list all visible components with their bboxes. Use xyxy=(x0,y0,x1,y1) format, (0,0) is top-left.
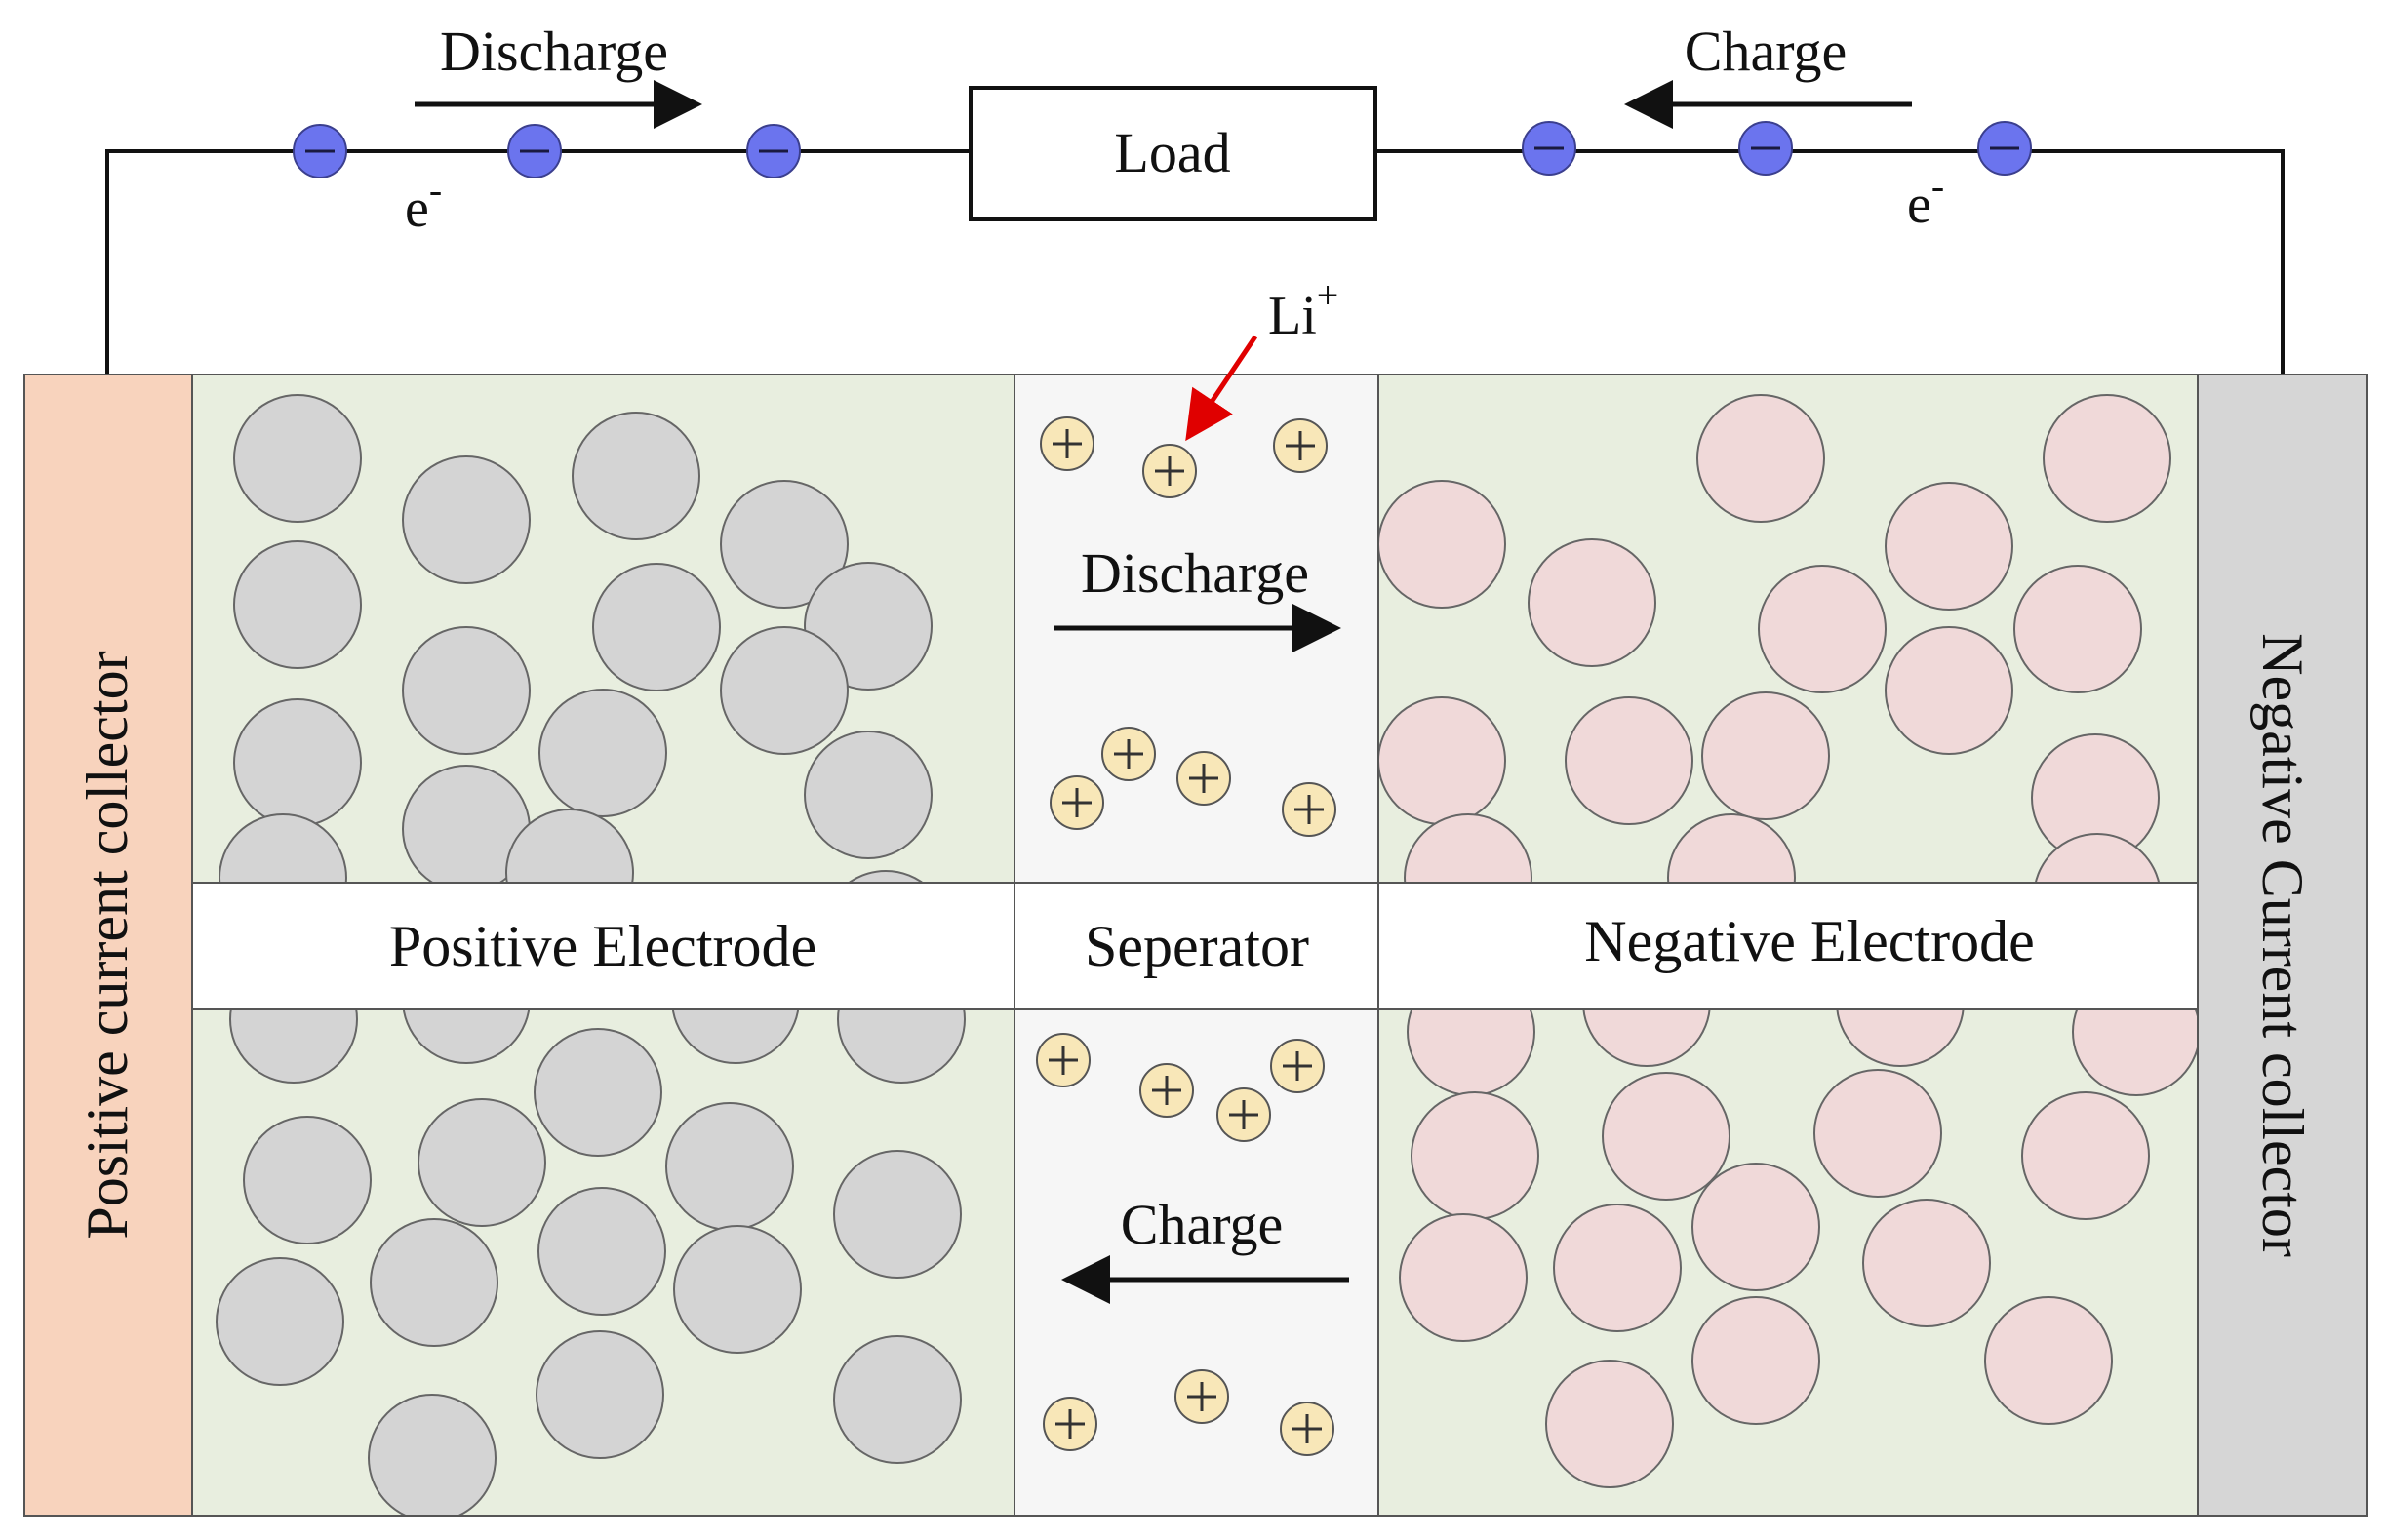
negative-particle xyxy=(1758,565,1887,693)
negative-particle xyxy=(2043,394,2171,523)
charge-top-label: Charge xyxy=(1685,20,1847,83)
negative-particle xyxy=(1885,626,2013,755)
negative-particle xyxy=(2021,1091,2150,1220)
positive-particle xyxy=(368,1394,497,1515)
negative-electrode-label: Negative Electrode xyxy=(1584,909,2034,973)
positive-particle xyxy=(402,455,531,584)
right-wire xyxy=(1375,149,2285,375)
negative-particle xyxy=(1553,1204,1682,1332)
positive-particle xyxy=(833,1150,962,1279)
negative-particle xyxy=(1379,480,1506,609)
negative-particle xyxy=(1813,1069,1942,1198)
electron-label-left: e- xyxy=(405,168,442,239)
negative-particle xyxy=(1885,482,2013,611)
positive-particle xyxy=(804,731,933,859)
battery-cell: Positive Electrode Seperator Negative El… xyxy=(23,374,2368,1517)
li-ion xyxy=(1050,775,1104,830)
electron xyxy=(507,124,562,178)
load-label: Load xyxy=(1114,121,1230,184)
negative-particle xyxy=(1691,1163,1820,1291)
negative-particle xyxy=(2013,565,2142,693)
li-ion xyxy=(1101,727,1156,781)
negative-particle xyxy=(1545,1360,1674,1488)
electron-group xyxy=(293,121,2032,178)
left-wire xyxy=(105,149,971,375)
load-box: Load xyxy=(969,86,1377,221)
li-ion xyxy=(1139,1063,1194,1118)
positive-particle xyxy=(833,1335,962,1464)
positive-particle xyxy=(572,412,700,540)
positive-collector-label: Positive current collector xyxy=(75,651,139,1239)
negative-particle xyxy=(1691,1296,1820,1425)
positive-particle xyxy=(402,626,531,755)
electron xyxy=(746,124,801,178)
li-ion xyxy=(1282,782,1336,837)
negative-collector-label: Negative Current collector xyxy=(2250,633,2315,1257)
positive-electrode-label: Positive Electrode xyxy=(389,914,816,978)
discharge-top-label: Discharge xyxy=(440,20,668,83)
electron-label-right: e- xyxy=(1907,164,1944,235)
positive-particle xyxy=(233,394,362,523)
electron xyxy=(1522,121,1576,176)
positive-particle xyxy=(534,1028,662,1157)
li-sup: + xyxy=(1317,273,1339,317)
negative-particle xyxy=(1528,538,1656,667)
negative-current-collector xyxy=(2197,374,2368,1517)
li-ion xyxy=(1270,1039,1325,1093)
negative-particle xyxy=(1399,1213,1528,1342)
negative-particle xyxy=(1862,1199,1991,1327)
li-label: Li+ xyxy=(1268,273,1338,346)
positive-particles xyxy=(216,394,966,1515)
negative-particle xyxy=(1602,1072,1730,1201)
electron-sup-left: - xyxy=(429,168,442,212)
li-ion xyxy=(1043,1397,1097,1451)
negative-particle xyxy=(1984,1296,2113,1425)
li-letters: Li xyxy=(1268,286,1317,346)
negative-particle xyxy=(1379,696,1506,825)
positive-particle xyxy=(370,1218,498,1347)
positive-particle xyxy=(537,1187,666,1316)
charge-mid-label: Charge xyxy=(1121,1193,1283,1256)
li-ion xyxy=(1216,1087,1271,1142)
li-ion xyxy=(1142,444,1197,498)
electron-sup-right: - xyxy=(1931,164,1944,208)
positive-particle xyxy=(243,1116,372,1244)
negative-particle xyxy=(1565,696,1693,825)
positive-particle xyxy=(536,1330,664,1459)
separator-label: Seperator xyxy=(1085,914,1309,978)
li-ion xyxy=(1174,1369,1229,1424)
electron xyxy=(1977,121,2032,176)
positive-current-collector xyxy=(23,374,193,1517)
negative-particle xyxy=(1701,691,1830,820)
positive-particle xyxy=(592,563,721,691)
positive-particle xyxy=(216,1257,344,1386)
li-ion xyxy=(1280,1402,1334,1456)
external-circuit xyxy=(105,149,2285,375)
negative-particle xyxy=(1411,1091,1539,1220)
electron-letter-left: e xyxy=(405,178,429,239)
electron xyxy=(1738,121,1793,176)
positive-particle xyxy=(418,1098,546,1227)
positive-particle xyxy=(233,698,362,827)
li-ion xyxy=(1176,751,1231,806)
li-ion xyxy=(1273,418,1328,473)
discharge-mid-label: Discharge xyxy=(1081,541,1309,605)
label-band xyxy=(191,882,2199,1010)
positive-particle xyxy=(720,480,849,609)
positive-particle xyxy=(673,1225,802,1354)
lithium-ions xyxy=(1036,416,1336,1456)
positive-particle xyxy=(233,540,362,669)
li-ion xyxy=(1040,416,1094,471)
electron xyxy=(293,124,347,178)
positive-particle xyxy=(538,689,667,817)
negative-particle xyxy=(1696,394,1825,523)
li-ion xyxy=(1036,1033,1091,1087)
positive-particle xyxy=(720,626,849,755)
positive-particle xyxy=(665,1102,794,1231)
electron-letter-right: e xyxy=(1907,175,1931,235)
li-pointer-arrow xyxy=(1185,335,1258,442)
